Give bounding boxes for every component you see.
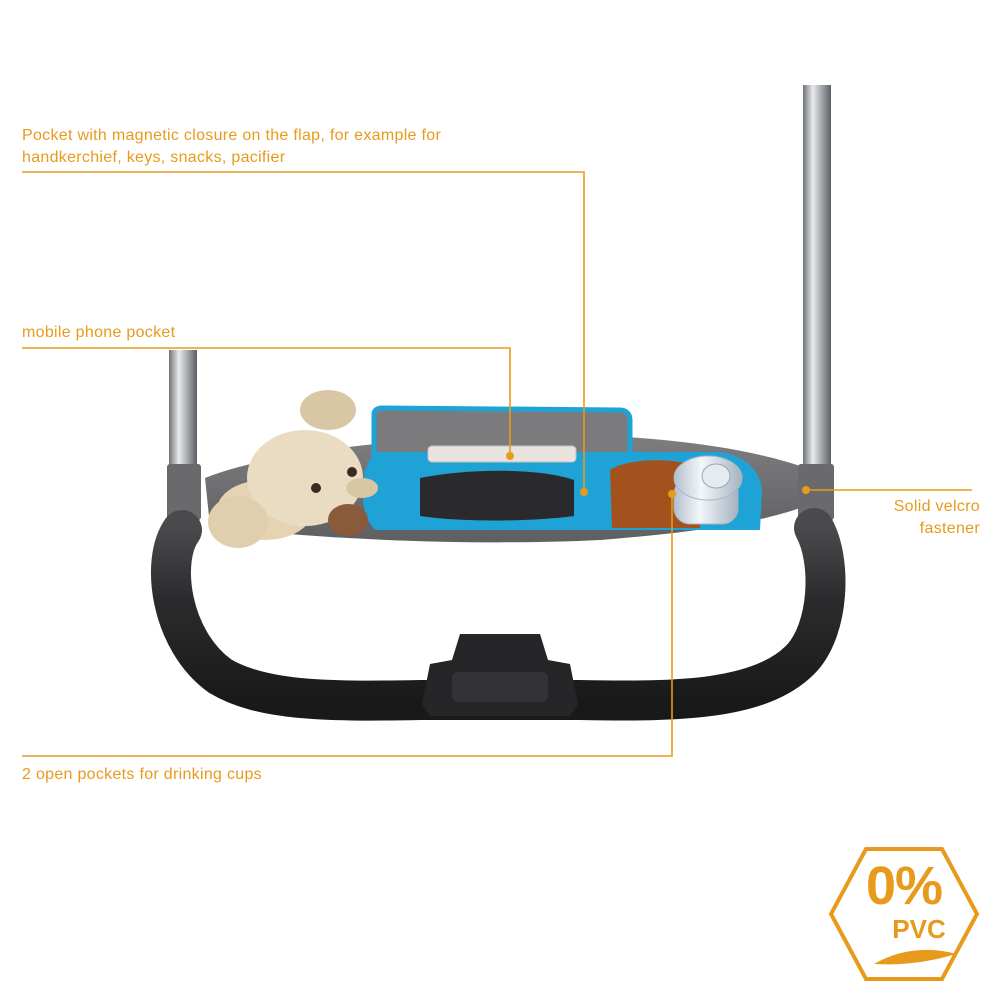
phone-leader-line — [22, 347, 511, 456]
callout-lines — [22, 171, 972, 757]
handlebar-center-button — [422, 634, 578, 716]
right-velcro-strap — [798, 464, 834, 520]
callout-dots — [506, 452, 810, 498]
pvc-free-badge: 0% PVC — [828, 846, 980, 982]
wallet-shape — [420, 470, 574, 521]
phone-shape — [427, 445, 577, 463]
cup-pockets-label: 2 open pockets for drinking cups — [22, 766, 262, 783]
badge-material: PVC — [892, 914, 946, 944]
cups-leader-line — [22, 494, 673, 757]
leaf-swoosh-icon — [874, 949, 956, 965]
baby-bottle-shape — [673, 455, 743, 525]
teddy-bear-shape — [208, 390, 378, 548]
hexagon-icon — [828, 847, 980, 981]
phone-pocket-label: mobile phone pocket — [22, 324, 176, 341]
left-frame-tube — [169, 350, 197, 480]
badge-percent: 0% — [865, 856, 943, 916]
velcro-label-line2: fastener — [919, 520, 980, 537]
right-frame-tube — [803, 85, 831, 480]
flap-pocket-label: Pocket with magnetic closure on the flap… — [22, 127, 442, 166]
velcro-label: Solid velcro fastener — [820, 496, 980, 540]
flap-leader-line — [22, 171, 585, 492]
velcro-label-line1: Solid velcro — [893, 498, 980, 515]
left-velcro-strap — [167, 464, 201, 520]
